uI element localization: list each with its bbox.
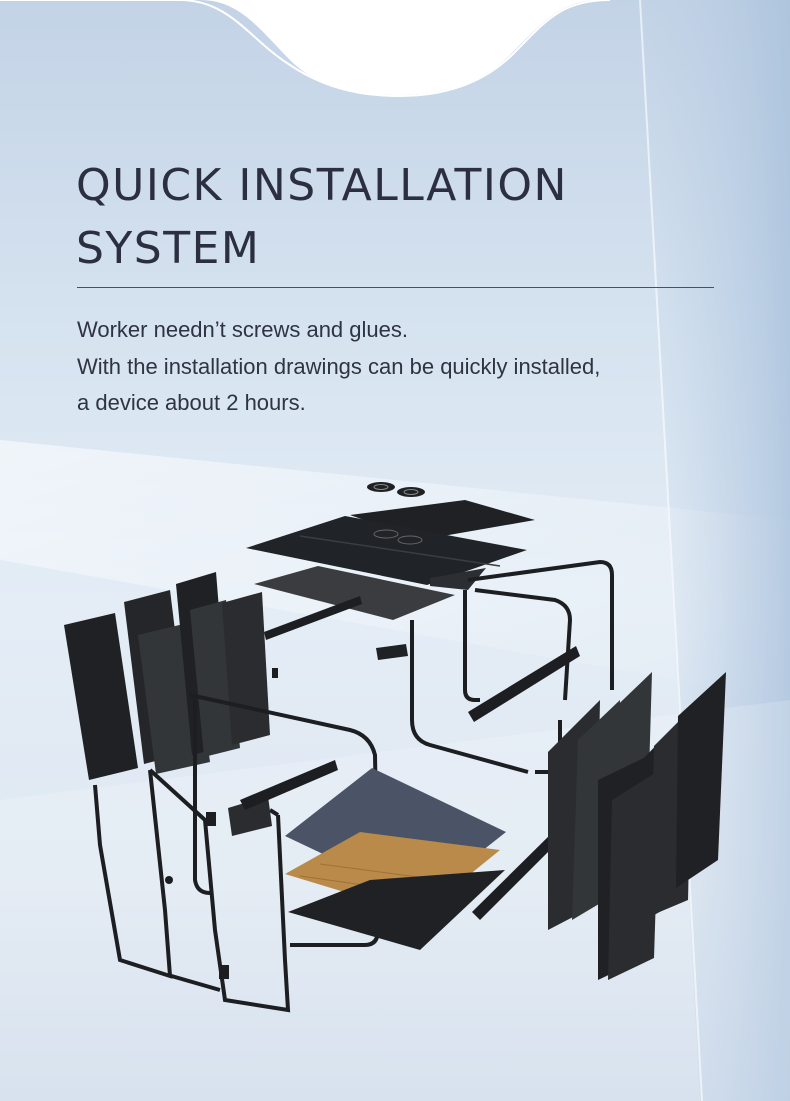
roof-panels	[246, 500, 535, 660]
description-text: Worker needn’t screws and glues. With th…	[77, 312, 737, 422]
description-line-3: a device about 2 hours.	[77, 390, 306, 415]
top-wave-cutout	[0, 0, 790, 95]
title-line-1: QUICK INSTALLATION	[76, 160, 568, 211]
description-line-1: Worker needn’t screws and glues.	[77, 317, 408, 342]
right-wall-panels	[548, 672, 726, 980]
door-closers	[264, 596, 580, 722]
page-title: QUICK INSTALLATION SYSTEM	[76, 154, 696, 280]
ceiling-fans	[367, 482, 425, 497]
floor-layers	[285, 768, 560, 950]
title-divider	[77, 287, 714, 288]
description-line-2: With the installation drawings can be qu…	[77, 353, 601, 379]
booth-exploded-diagram	[64, 482, 726, 1013]
left-wall-panels	[64, 572, 278, 780]
door-hardware	[165, 760, 338, 979]
title-line-2: SYSTEM	[76, 223, 261, 274]
